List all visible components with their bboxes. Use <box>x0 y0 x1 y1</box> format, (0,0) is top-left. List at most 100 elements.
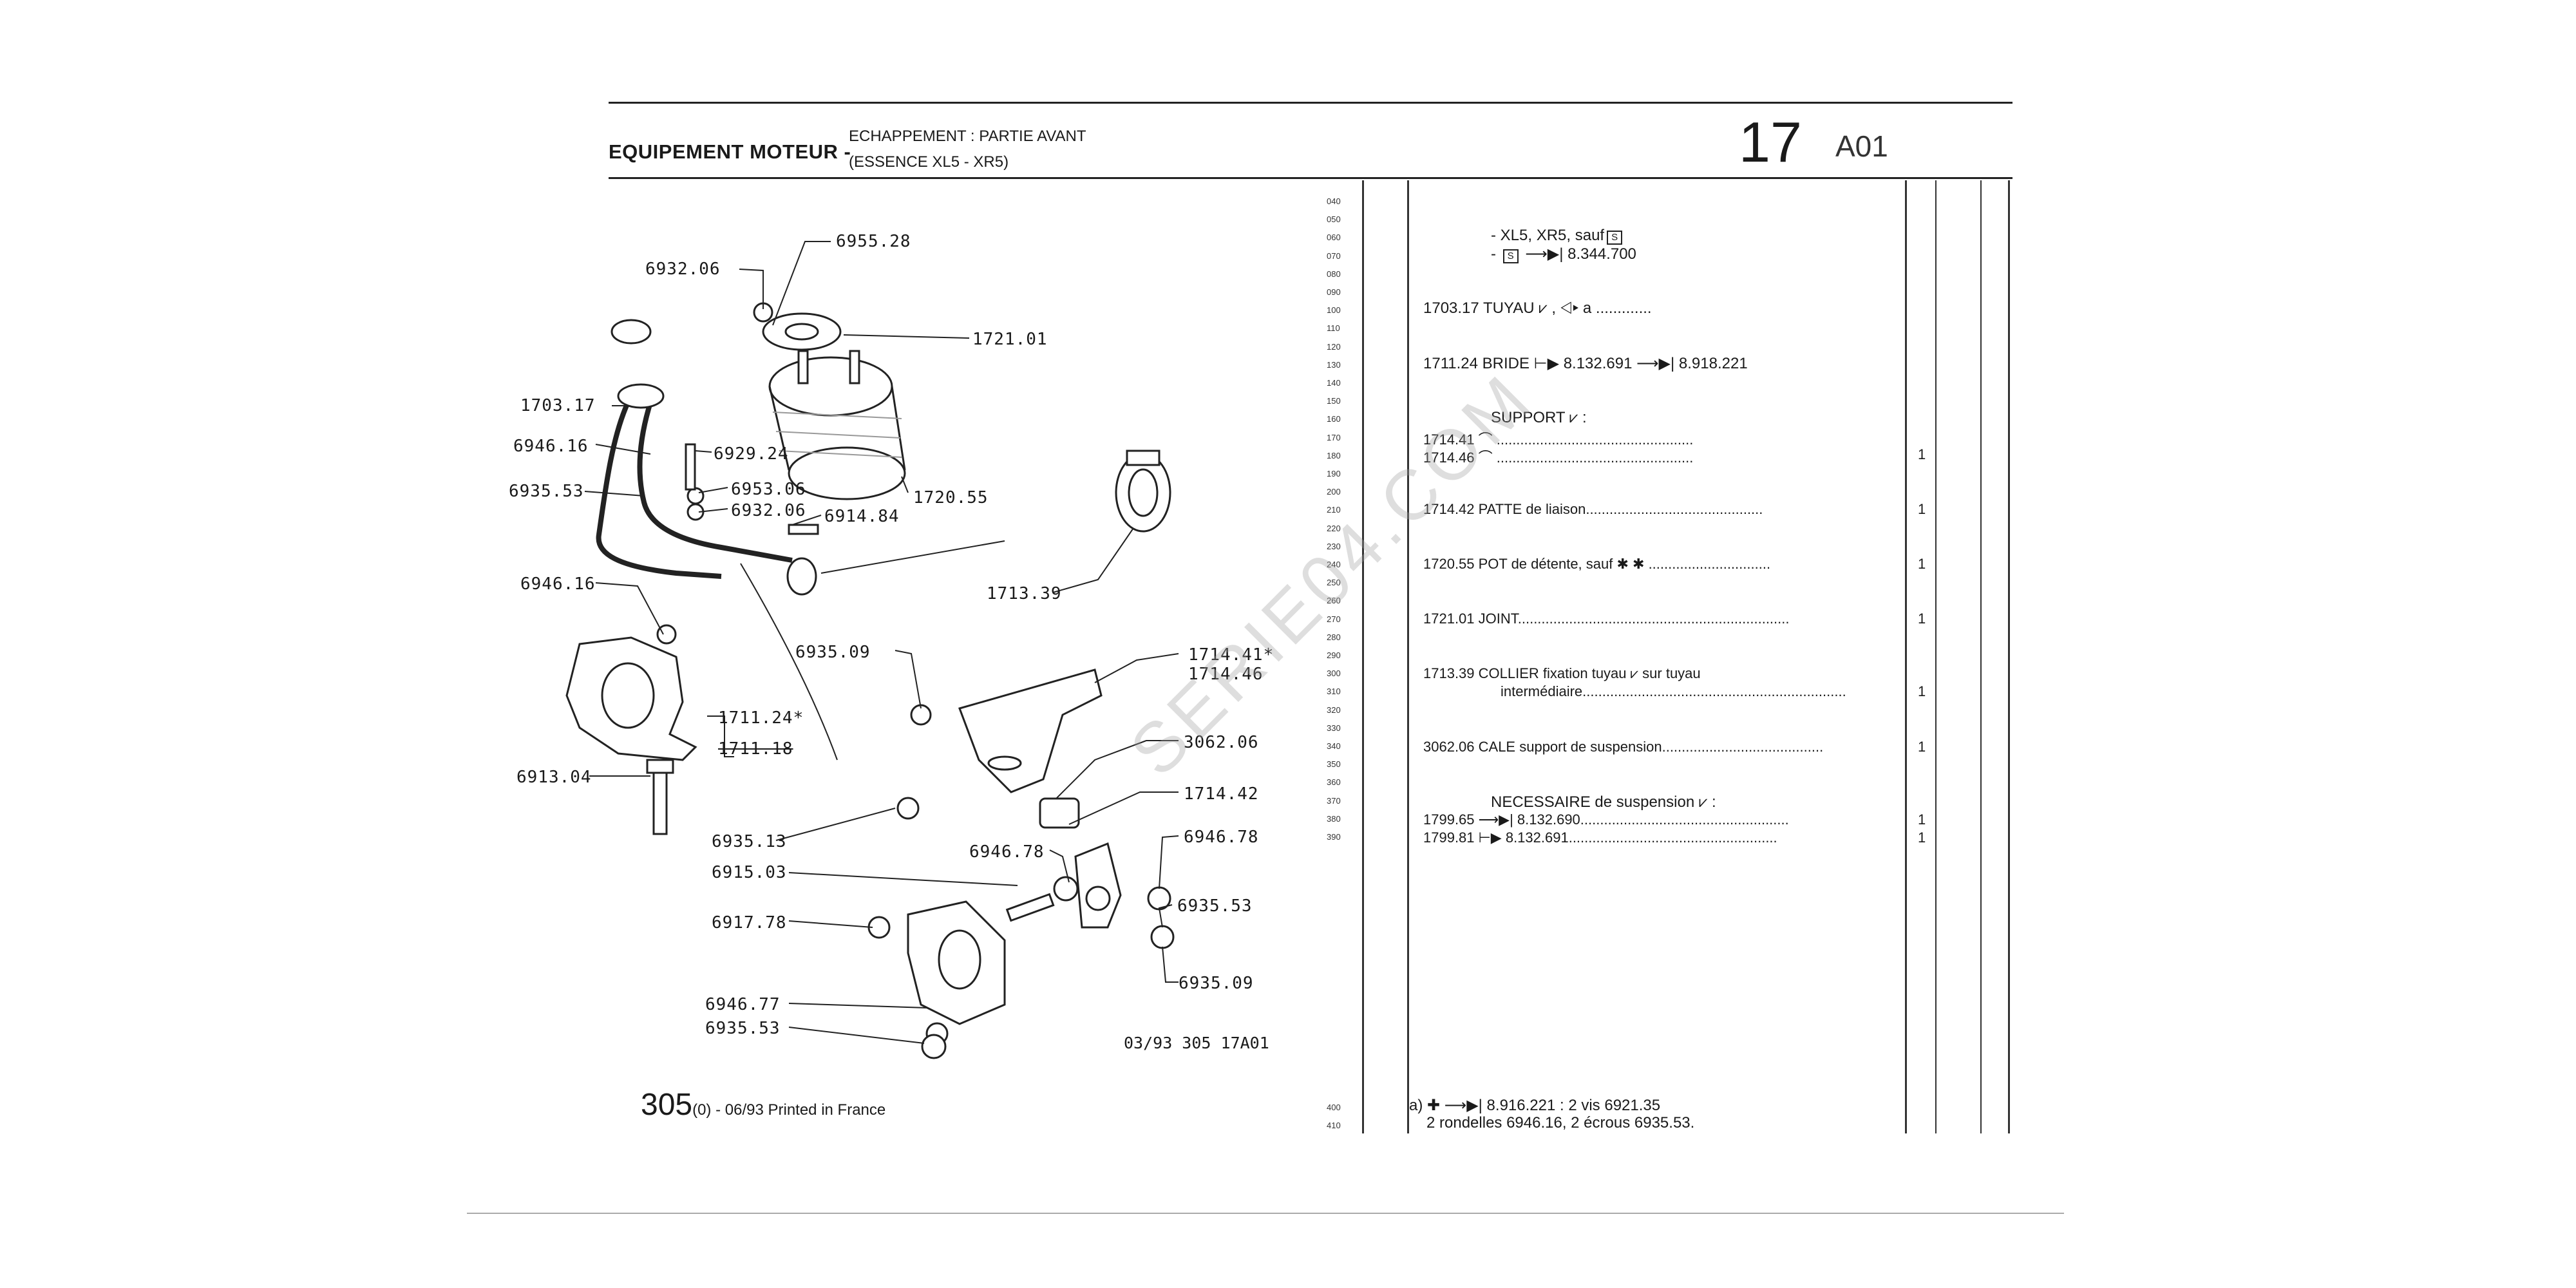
row-number: 250 <box>1327 578 1341 588</box>
callout-6946-78-right: 6946.78 <box>1184 828 1259 847</box>
top-rule <box>609 102 2012 104</box>
gasket-drawing <box>762 312 842 351</box>
row-number: 340 <box>1327 741 1341 751</box>
row-necessaire: NECESSAIRE de suspension ⩗ : <box>1491 793 1716 811</box>
callout-6929-24: 6929.24 <box>714 444 789 464</box>
row-number: 110 <box>1327 323 1340 334</box>
row-number: 210 <box>1327 505 1341 515</box>
callout-6932-06-mid: 6932.06 <box>731 501 806 520</box>
link-bracket-drawing <box>1074 842 1122 929</box>
qty-3062-06: 1 <box>1918 739 1926 755</box>
callout-6946-16-top: 6946.16 <box>513 437 589 456</box>
row-1799-81: 1799.81 ⊢▶ 8.132.691....................… <box>1423 829 1777 846</box>
callout-6946-78-left: 6946.78 <box>969 842 1045 862</box>
row-support-1714-41: 1714.41 ⌒ ..............................… <box>1423 431 1694 448</box>
row-number: 310 <box>1327 687 1341 697</box>
callout-1714-42: 1714.42 <box>1184 784 1259 804</box>
footnote-line-2: 2 rondelles 6946.16, 2 écrous 6935.53. <box>1426 1114 1695 1132</box>
row-collier-cont: intermédiaire...........................… <box>1501 683 1846 699</box>
row-number: 130 <box>1327 359 1341 370</box>
qty-1799-65: 1 <box>1918 811 1926 828</box>
header-bottom-rule <box>609 177 2012 179</box>
clamp-drawing <box>1115 450 1171 533</box>
callout-1720-55: 1720.55 <box>913 488 989 507</box>
row-number: 230 <box>1327 541 1341 551</box>
page-number: 17 <box>1739 110 1802 174</box>
column-rule-5 <box>1980 180 1982 1133</box>
row-number: 070 <box>1327 251 1341 261</box>
callout-6946-77: 6946.77 <box>705 995 781 1014</box>
row-collier: 1713.39 COLLIER fixation tuyau ⩗ sur tuy… <box>1423 665 1701 681</box>
column-rule-2 <box>1407 180 1409 1133</box>
row-pot: 1720.55 POT de détente, sauf ✱ ✱ .......… <box>1423 556 1771 572</box>
row-bride: 1711.24 BRIDE ⊢▶ 8.132.691 ⟶▶| 8.918.221 <box>1423 355 1748 372</box>
callout-6935-09-bottom: 6935.09 <box>1179 974 1254 993</box>
page-footer: 305(0) - 06/93 Printed in France <box>641 1087 886 1122</box>
row-number: 190 <box>1327 469 1341 478</box>
callout-3062-06: 3062.06 <box>1184 733 1259 752</box>
callout-6946-16-mid: 6946.16 <box>520 574 596 594</box>
row-number: 270 <box>1327 614 1341 624</box>
row-number: 180 <box>1327 450 1341 460</box>
muffler-drawing <box>768 350 906 500</box>
page-code: A01 <box>1835 129 1888 163</box>
callout-6913-04: 6913.04 <box>516 768 592 787</box>
qty-1721-01: 1 <box>1918 611 1926 627</box>
qty-1714-42: 1 <box>1918 501 1926 517</box>
fasteners-drawing <box>646 302 1175 1059</box>
row-number: 300 <box>1327 668 1341 679</box>
row-number: 140 <box>1327 378 1341 388</box>
subtitle-line-1: ECHAPPEMENT : PARTIE AVANT <box>849 128 1086 145</box>
row-number: 220 <box>1327 523 1341 533</box>
row-number: 200 <box>1327 487 1341 497</box>
rubber-block-drawing <box>1039 797 1080 829</box>
callout-6955-28: 6955.28 <box>836 232 911 251</box>
callout-6935-13: 6935.13 <box>712 832 787 851</box>
bottom-rule <box>467 1213 2064 1214</box>
qty-1713-39: 1 <box>1918 683 1926 699</box>
qty-1720-55: 1 <box>1918 556 1926 572</box>
callout-6915-03: 6915.03 <box>712 863 787 882</box>
row-joint: 1721.01 JOINT...........................… <box>1423 611 1790 627</box>
row-number: 040 <box>1327 196 1341 206</box>
row-1799-65: 1799.65 ⟶▶| 8.132.690...................… <box>1423 811 1789 828</box>
row-number: 150 <box>1327 396 1341 406</box>
callout-6914-84: 6914.84 <box>824 507 900 526</box>
column-rule-1 <box>1362 180 1364 1133</box>
note-line-2: - S ⟶▶| 8.344.700 <box>1491 245 1636 263</box>
column-rule-4 <box>1935 180 1937 1133</box>
callout-1711-24: 1711.24* <box>718 708 804 728</box>
callout-6935-53-top: 6935.53 <box>509 482 584 501</box>
section-title: EQUIPEMENT MOTEUR - <box>609 140 851 163</box>
row-number: 100 <box>1327 305 1341 316</box>
row-number: 410 <box>1327 1121 1341 1130</box>
row-number: 160 <box>1327 414 1341 424</box>
row-number: 320 <box>1327 705 1341 715</box>
qty-1714-46: 1 <box>1918 446 1926 462</box>
row-number: 370 <box>1327 795 1341 806</box>
row-patte: 1714.42 PATTE de liaison................… <box>1423 501 1763 517</box>
row-number: 400 <box>1327 1103 1341 1112</box>
column-rule-3 <box>1905 180 1907 1133</box>
callout-1713-39: 1713.39 <box>987 584 1062 603</box>
flange-drawing <box>565 636 697 761</box>
callout-6935-09-mid: 6935.09 <box>795 643 871 662</box>
row-number: 330 <box>1327 723 1341 733</box>
row-number: 380 <box>1327 813 1341 824</box>
row-number: 390 <box>1327 832 1341 842</box>
row-tuyau: 1703.17 TUYAU ⩗ , ◁▸ a ............. <box>1423 299 1652 317</box>
row-number: 120 <box>1327 341 1341 352</box>
callout-6935-53-bottom: 6935.53 <box>705 1019 781 1038</box>
callout-1711-18: 1711.18 <box>718 739 793 759</box>
row-number: 240 <box>1327 560 1341 569</box>
row-number: 050 <box>1327 214 1341 225</box>
callout-6932-06-top: 6932.06 <box>645 260 721 279</box>
row-number: 350 <box>1327 759 1341 770</box>
lower-mount-drawing <box>907 900 1006 1025</box>
callout-6935-53-right: 6935.53 <box>1177 896 1253 916</box>
row-number: 170 <box>1327 432 1341 442</box>
row-support: SUPPORT ⩗ : <box>1491 409 1587 426</box>
callout-1714-41: 1714.41* <box>1188 645 1274 665</box>
qty-1799-81: 1 <box>1918 829 1926 846</box>
